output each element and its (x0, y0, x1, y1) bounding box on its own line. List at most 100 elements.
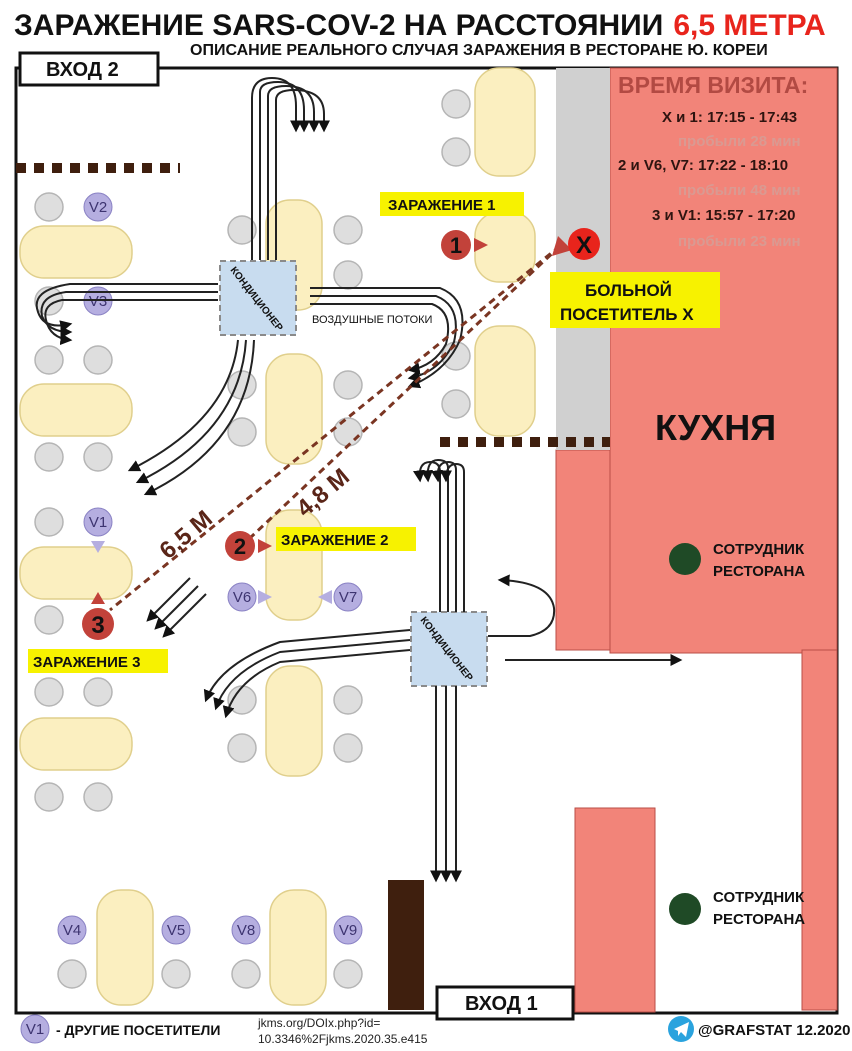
chair (333, 417, 363, 447)
visitor-v9: V9 (333, 915, 363, 945)
chair (441, 389, 471, 419)
citation-line-2: 10.3346%2Fjkms.2020.35.e415 (258, 1032, 428, 1046)
staff-member-1: СОТРУДНИК РЕСТОРАНА (669, 541, 805, 580)
infection-2-label: ЗАРАЖЕНИЕ 2 (276, 527, 416, 551)
table (265, 509, 323, 621)
svg-text:ЗАРАЖЕНИЕ 3: ЗАРАЖЕНИЕ 3 (33, 654, 140, 671)
visitor-v7: V7 (318, 582, 363, 612)
chair (83, 345, 113, 375)
svg-text:V1: V1 (89, 514, 107, 531)
chair (83, 442, 113, 472)
svg-text:V6: V6 (233, 589, 251, 606)
svg-text:V9: V9 (339, 922, 357, 939)
svg-text:ЗАРАЖЕНИЕ 1: ЗАРАЖЕНИЕ 1 (388, 197, 495, 214)
svg-text:2: 2 (234, 534, 246, 559)
visit-row-2-duration: пробыли 48 мин (678, 182, 801, 199)
svg-text:3: 3 (91, 612, 104, 639)
table (19, 546, 133, 600)
chair (227, 417, 257, 447)
chair (333, 685, 363, 715)
chair (161, 959, 191, 989)
legend-symbol: V1 (26, 1021, 44, 1038)
chair (227, 733, 257, 763)
infection-vectors (109, 236, 572, 612)
credit: @GRAFSTAT 12.2020 (668, 1016, 850, 1042)
staff-member-2: СОТРУДНИК РЕСТОРАНА (669, 889, 805, 928)
patient-x-marker: X (568, 228, 600, 260)
svg-text:СОТРУДНИК: СОТРУДНИК (713, 541, 805, 558)
table (474, 67, 536, 177)
visitor-v1: V1 (83, 507, 113, 553)
svg-text:V3: V3 (89, 293, 107, 310)
patient-x-label: БОЛЬНОЙ ПОСЕТИТЕЛЬ Х (550, 272, 720, 328)
diagram-subtitle: ОПИСАНИЕ РЕАЛЬНОГО СЛУЧАЯ ЗАРАЖЕНИЯ В РЕ… (190, 42, 768, 59)
svg-text:V5: V5 (167, 922, 185, 939)
chair (227, 215, 257, 245)
svg-text:СОТРУДНИК: СОТРУДНИК (713, 889, 805, 906)
chair (83, 677, 113, 707)
chair (333, 215, 363, 245)
table (474, 325, 536, 437)
visitor-v2: V2 (83, 192, 113, 222)
visit-row-3: 3 и V1: 15:57 - 17:20 (652, 207, 795, 224)
chair (34, 345, 64, 375)
entrance-2-box (18, 51, 160, 87)
visit-times-panel: ВРЕМЯ ВИЗИТА: X и 1: 17:15 - 17:43 пробы… (618, 72, 808, 250)
svg-text:V7: V7 (339, 589, 357, 606)
chair (231, 959, 261, 989)
svg-text:ПОСЕТИТЕЛЬ Х: ПОСЕТИТЕЛЬ Х (560, 305, 694, 324)
kitchen-label: КУХНЯ (655, 407, 776, 448)
chair (333, 733, 363, 763)
svg-text:V2: V2 (89, 199, 107, 216)
chair (333, 370, 363, 400)
infection-3-label: ЗАРАЖЕНИЕ 3 (28, 649, 168, 673)
svg-text:БОЛЬНОЙ: БОЛЬНОЙ (585, 281, 672, 300)
visit-row-1: X и 1: 17:15 - 17:43 (662, 109, 797, 126)
legend: V1 - ДРУГИЕ ПОСЕТИТЕЛИ (20, 1014, 220, 1044)
table (269, 889, 327, 1006)
kitchen-area (555, 67, 838, 1013)
credit-text: @GRAFSTAT 12.2020 (698, 1022, 850, 1039)
visitor-v8: V8 (231, 915, 261, 945)
door-panel (388, 880, 424, 1010)
chair (34, 677, 64, 707)
svg-text:V4: V4 (63, 922, 81, 939)
chair (34, 507, 64, 537)
visit-row-2: 2 и V6, V7: 17:22 - 18:10 (618, 157, 788, 174)
svg-text:РЕСТОРАНА: РЕСТОРАНА (713, 563, 805, 580)
chair (333, 959, 363, 989)
chair (34, 192, 64, 222)
entrance-2-label: ВХОД 2 (46, 59, 119, 81)
chair (441, 137, 471, 167)
infected-marker-2: 2 (225, 531, 272, 561)
air-conditioner-1: КОНДИЦИОНЕР (219, 260, 297, 336)
airflows-label: ВОЗДУШНЫЕ ПОТОКИ (312, 314, 432, 326)
table (265, 353, 323, 465)
chair (333, 260, 363, 290)
chair (34, 605, 64, 635)
chair (34, 782, 64, 812)
svg-text:РЕСТОРАНА: РЕСТОРАНА (713, 911, 805, 928)
table (265, 665, 323, 777)
table (19, 383, 133, 437)
chair (57, 959, 87, 989)
infection-1-label: ЗАРАЖЕНИЕ 1 (380, 192, 524, 216)
svg-text:1: 1 (450, 233, 462, 258)
entrance-1-label: ВХОД 1 (465, 993, 538, 1015)
visit-times-header: ВРЕМЯ ВИЗИТА: (618, 72, 808, 98)
entrance-1-box (435, 985, 575, 1021)
visitor-v4: V4 (57, 915, 87, 945)
chair (34, 442, 64, 472)
svg-text:ЗАРАЖЕНИЕ 2: ЗАРАЖЕНИЕ 2 (281, 532, 388, 549)
infected-marker-3: 3 (82, 592, 114, 640)
visitor-v6: V6 (227, 582, 272, 612)
visitors: V1 V2 V3 V4 V5 V6 V7 V8 V9 (57, 192, 363, 945)
visitor-v5: V5 (161, 915, 191, 945)
chair (441, 89, 471, 119)
table (19, 717, 133, 771)
svg-text:V8: V8 (237, 922, 255, 939)
legend-text: - ДРУГИЕ ПОСЕТИТЕЛИ (56, 1022, 220, 1038)
chair (83, 782, 113, 812)
